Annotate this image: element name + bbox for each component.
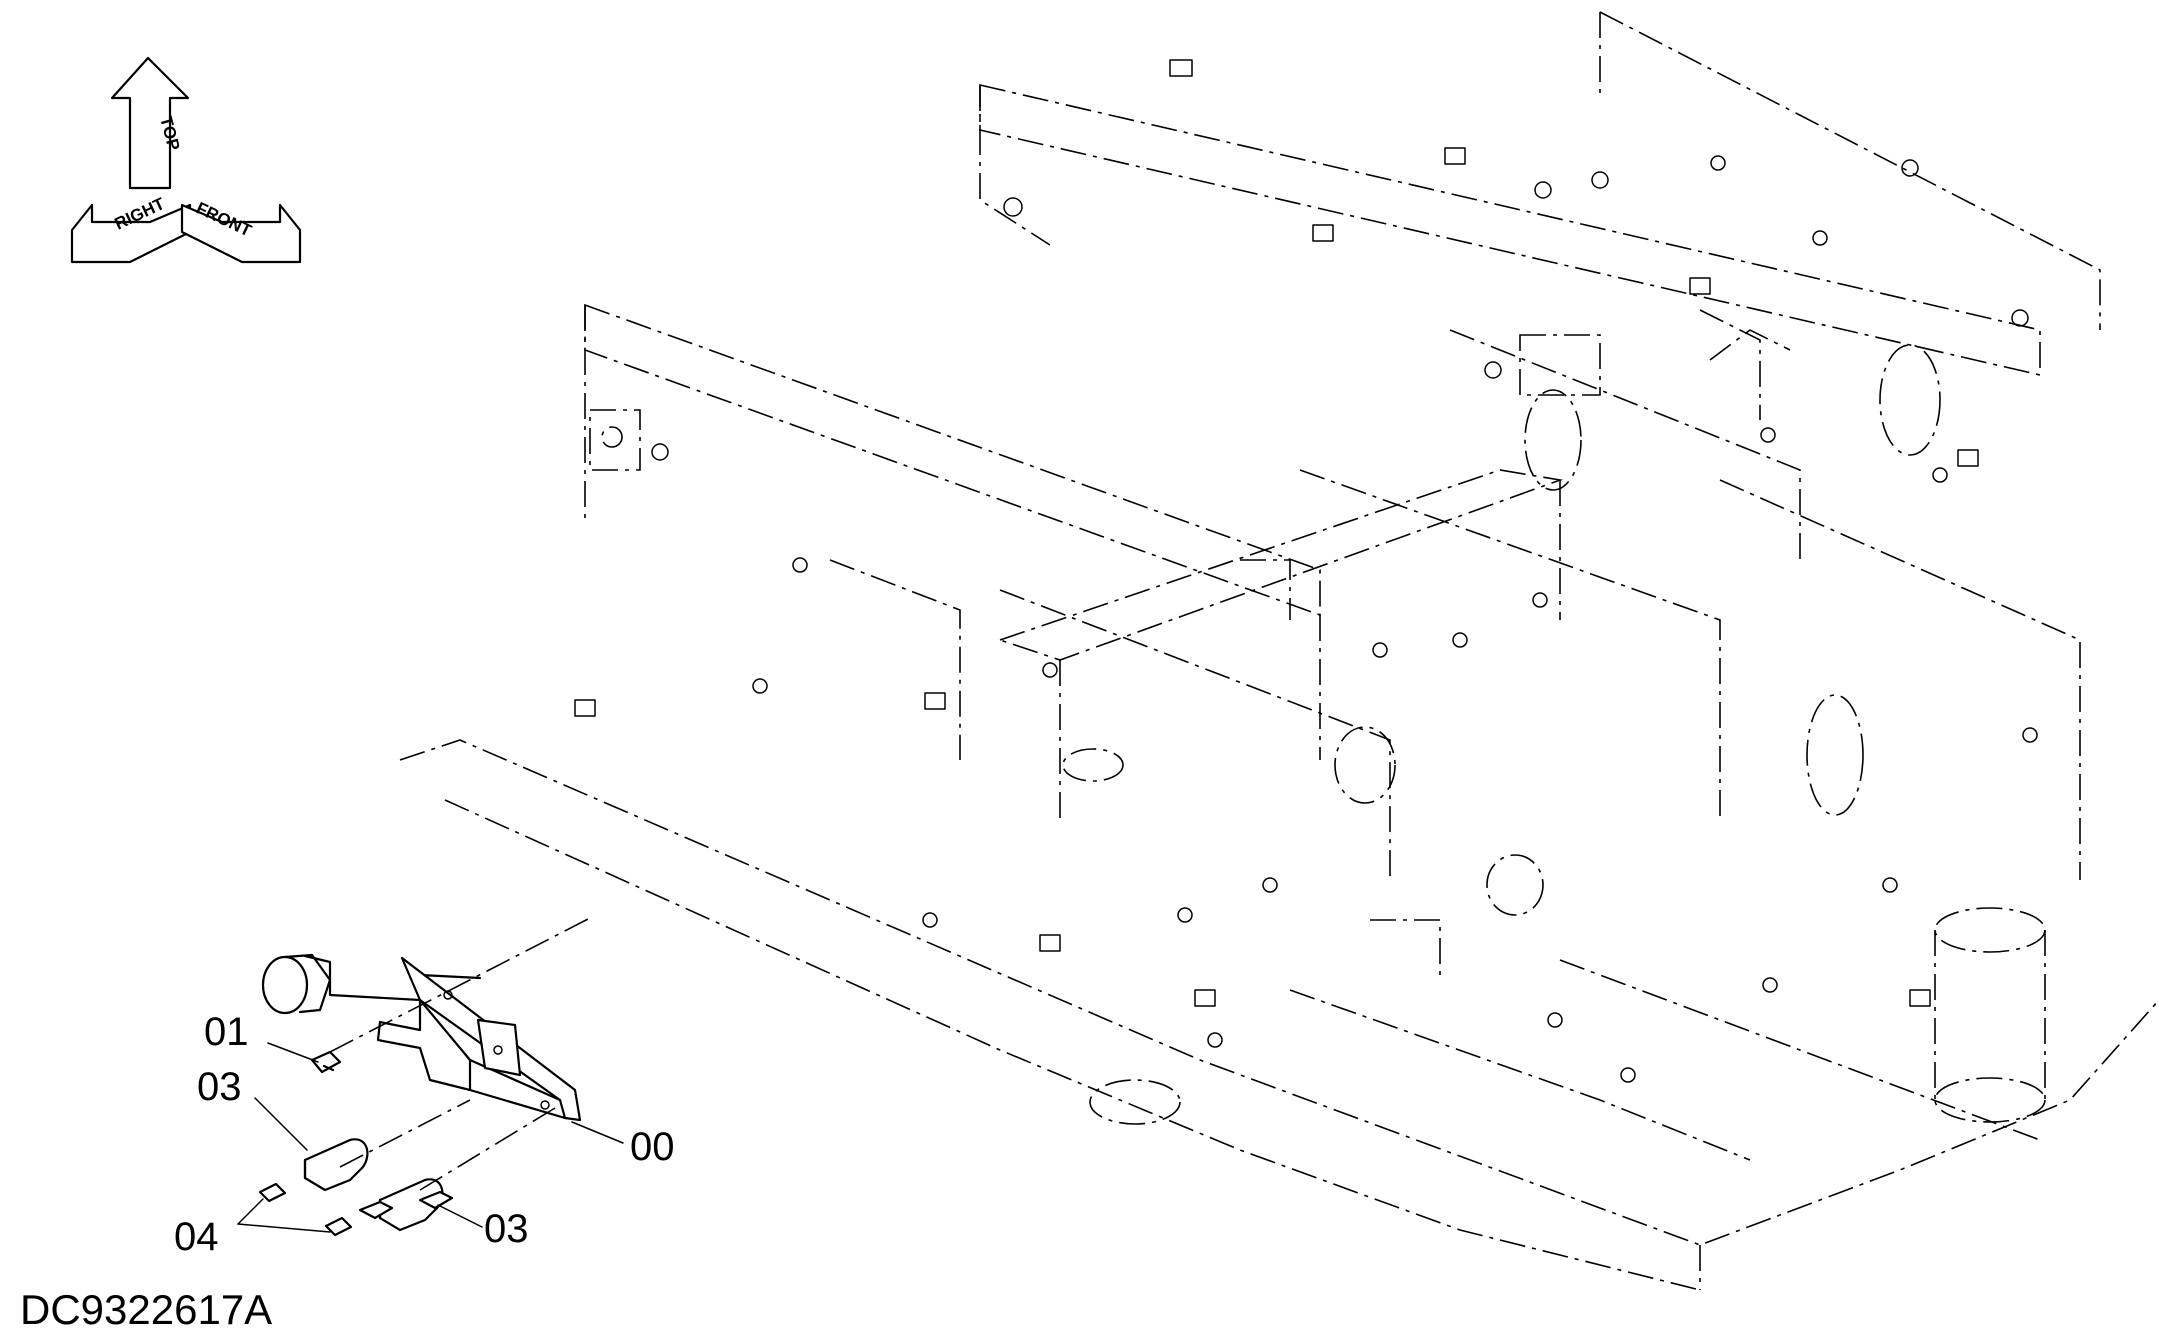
callout-01-label: 01 [204, 1010, 249, 1054]
right-arrow [70, 203, 192, 264]
callout-03a-label: 03 [197, 1065, 242, 1109]
callout-00-label: 00 [630, 1125, 675, 1169]
frame-hardware [574, 59, 2038, 1083]
drawing-code: DC9322617A [20, 1286, 272, 1333]
clamp-03-lower [358, 1178, 454, 1232]
orientation-indicator: TOP RIGHT FRONT [70, 56, 302, 264]
main-frame-phantom-outline [399, 11, 2159, 1291]
front-arrow [180, 203, 302, 264]
bolt-01 [310, 1050, 342, 1074]
bolt-04-a [258, 1182, 287, 1203]
callout-03b-label: 03 [484, 1207, 529, 1251]
clamp-03-upper [303, 1138, 369, 1192]
bolt-04-b [324, 1216, 353, 1237]
leader-lines [237, 917, 624, 1233]
callout-04-label: 04 [174, 1215, 219, 1259]
top-arrow [110, 56, 190, 190]
bracket-assembly [261, 953, 582, 1122]
